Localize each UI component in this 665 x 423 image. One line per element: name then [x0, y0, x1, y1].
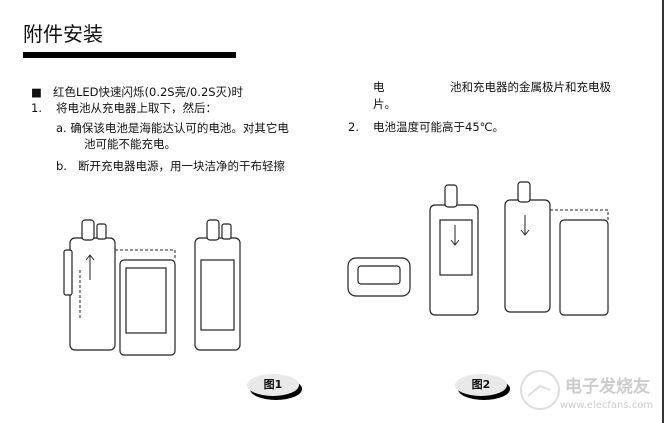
item1-text: 将电池从充电器上取下，然后： — [56, 101, 217, 115]
item2-text: 电池温度可能高于45℃。 — [373, 120, 505, 134]
figure2-radio-charger-contacts — [347, 181, 609, 316]
item1a-line1: a. 确保该电池是海能达认可的电池。对其它电 — [56, 121, 289, 135]
figure1-caption: 图1 — [247, 374, 299, 396]
item1b-text: 断开充电器电源，用一块洁净的干布轻擦 — [78, 159, 285, 173]
watermark-logo-icon — [520, 370, 560, 410]
figure2-caption: 图2 — [455, 374, 507, 396]
page-edge — [662, 0, 664, 423]
figure1-radio-battery-removal — [63, 219, 241, 356]
cont-line1-end: 池和充电器的金属极片和充电极 — [450, 80, 611, 94]
bullet-heading: 红色LED快速闪烁(0.2S亮/0.2S灭)时 — [53, 85, 244, 99]
watermark-url: www.elecfans.com — [560, 400, 654, 411]
item1a-line2: 池可能不能充电。 — [84, 137, 176, 151]
cont-line2: 片。 — [373, 97, 396, 111]
square-bullet-icon: ■ — [31, 85, 42, 99]
title-rule — [23, 52, 236, 58]
watermark-brand: 电子发烧友 — [565, 377, 650, 397]
item1b-label: b. — [56, 159, 67, 173]
page-title: 附件安装 — [23, 22, 103, 46]
item2-number: 2. — [348, 120, 359, 134]
item1-number: 1. — [31, 101, 42, 115]
cont-line1-start: 电 — [373, 80, 385, 94]
